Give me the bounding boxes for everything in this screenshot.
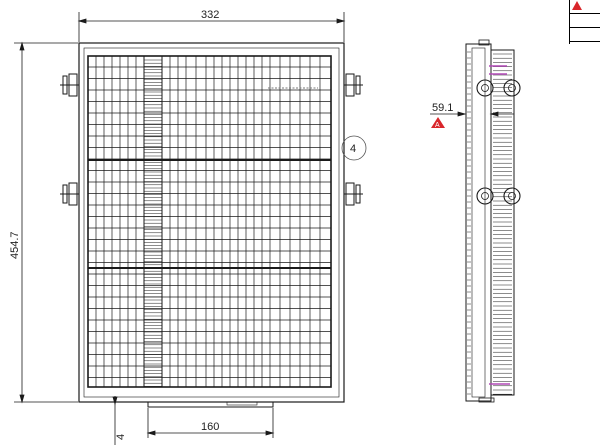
basket-horizontal-wires <box>88 66 331 378</box>
title-block-fragment <box>569 0 600 44</box>
title-block-row <box>570 28 600 42</box>
side-top-cap <box>478 39 490 46</box>
dim-height-label: 454.7 <box>9 231 21 259</box>
center-rail-slats <box>144 59 162 387</box>
dim-width-label: 332 <box>201 9 219 21</box>
front-view <box>60 42 363 408</box>
dimension-lines <box>14 12 346 445</box>
side-right-rail <box>490 49 515 396</box>
roller-right-lower <box>344 182 363 206</box>
side-roller-2 <box>503 79 521 97</box>
inner-frame <box>83 47 340 398</box>
basket-border <box>87 55 332 388</box>
center-rail <box>143 55 163 388</box>
outer-frame <box>78 42 345 403</box>
title-block-row <box>570 0 600 14</box>
side-roller-4 <box>503 187 521 205</box>
dim-bottom-width-label: 160 <box>201 421 219 433</box>
title-block-row <box>570 14 600 28</box>
balloon-callout <box>341 135 367 161</box>
side-roller-1 <box>476 79 494 97</box>
balloon-label: 4 <box>350 143 356 155</box>
roller-left-upper <box>60 73 79 97</box>
side-bottom-cap <box>478 397 495 403</box>
side-roller-3 <box>476 187 494 205</box>
side-outer <box>465 43 492 402</box>
roller-left-lower <box>60 182 79 206</box>
bottom-tab-inner <box>226 401 258 406</box>
side-dimension <box>430 111 514 117</box>
bottom-tab <box>147 401 274 408</box>
revision-triangle-icon: A <box>431 117 445 129</box>
dim-side-offset-label: 59.1 <box>432 102 453 114</box>
revision-triangle-icon <box>572 1 582 10</box>
side-view <box>465 39 521 403</box>
svg-text:A: A <box>435 122 440 129</box>
dim-bottom-small-label: 4 <box>115 434 127 440</box>
side-rail-slats <box>467 51 512 395</box>
basket-vertical-wires <box>95 56 321 387</box>
roller-right-upper <box>344 73 363 97</box>
side-inner <box>471 47 486 398</box>
